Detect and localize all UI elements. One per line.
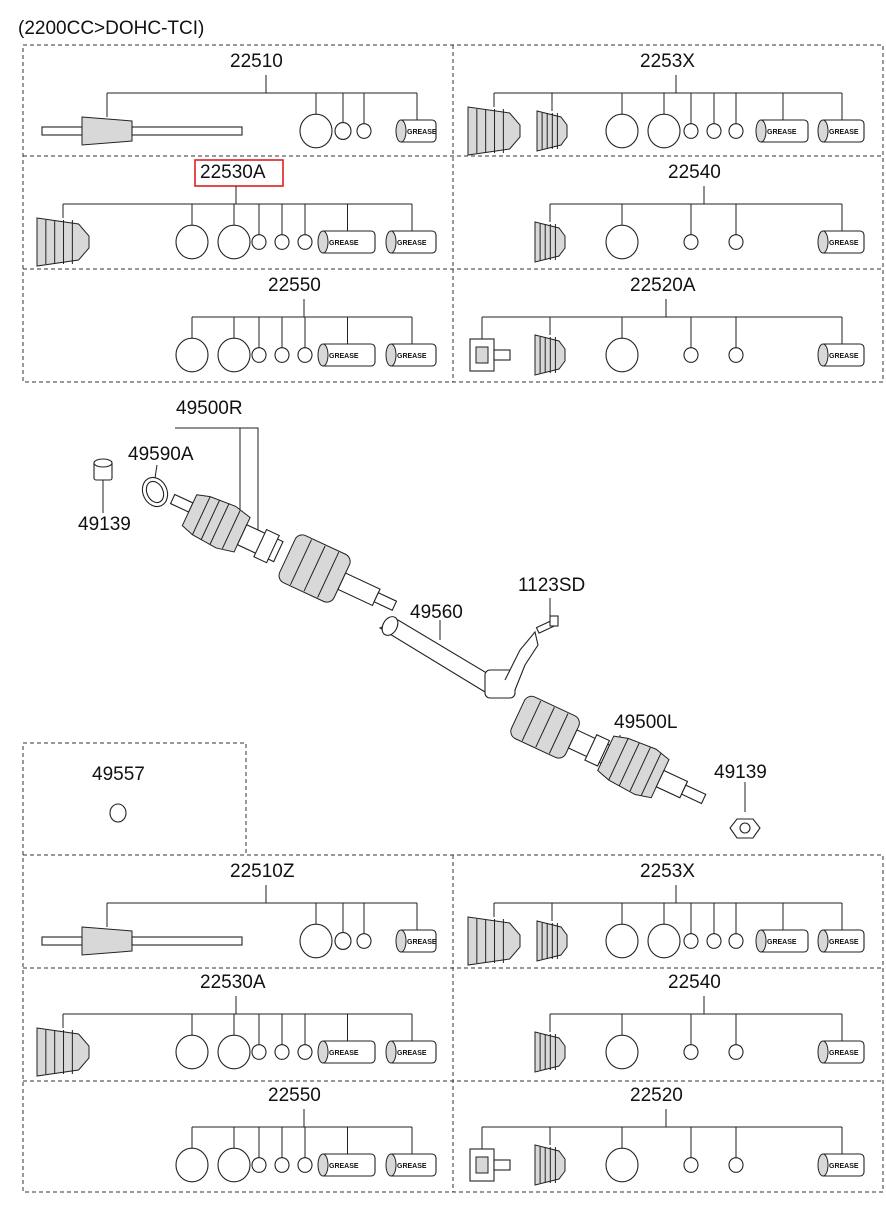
grease-label: GREASE [407, 129, 437, 136]
grease-label: GREASE [829, 353, 859, 360]
kit-label: 22540 [668, 972, 721, 993]
kit-label: 22520 [630, 1085, 683, 1106]
part-label-49500r: 49500R [176, 398, 243, 419]
part-label-49500l: 49500L [614, 712, 677, 733]
grease-label: GREASE [767, 129, 797, 136]
left-shaft-49500l [510, 695, 707, 805]
grease-label: GREASE [329, 353, 359, 360]
grease-label: GREASE [829, 240, 859, 247]
part-label-49557: 49557 [92, 764, 145, 785]
kit-label: 2253X [640, 861, 695, 882]
grease-label: GREASE [397, 353, 427, 360]
part-label-49139-upper: 49139 [78, 514, 131, 535]
kit-label: 22550 [268, 1085, 321, 1106]
kit-label: 22510Z [230, 861, 295, 882]
top-kit-22520a[interactable]: 22520A GREASE [469, 275, 865, 376]
part-label-49560: 49560 [410, 602, 463, 623]
bottom-kit-22530a[interactable]: 22530A GREASE GREASE [36, 972, 437, 1077]
grease-label: GREASE [767, 939, 797, 946]
bottom-kit-frame [22, 742, 884, 1193]
kit-label: 22530A [200, 972, 266, 993]
grease-label: GREASE [829, 1163, 859, 1170]
kit-label: 22540 [668, 162, 721, 183]
intermediate-shaft-49560 [378, 616, 539, 699]
right-outer-joint [169, 493, 398, 611]
top-kit-frame [22, 44, 884, 383]
part-label-49139-lower: 49139 [714, 762, 767, 783]
kit-label: 22550 [268, 275, 321, 296]
kit-label: 22530A [200, 162, 266, 183]
nut-49139-upper [93, 458, 113, 481]
part-label-1123sd: 1123SD [518, 575, 585, 596]
bottom-kit-22510z[interactable]: 22510Z GREASE [41, 861, 437, 959]
bolt-1123sd [535, 615, 559, 634]
grease-label: GREASE [329, 1050, 359, 1057]
kit-label: 22510 [230, 51, 283, 72]
grease-label: GREASE [329, 240, 359, 247]
top-kit-2253x[interactable]: 2253X GREASE GREASE [467, 51, 865, 156]
grease-label: GREASE [407, 939, 437, 946]
part-label-49590a: 49590A [128, 444, 194, 465]
axle-assembly: 49500R 49590A 49139 1123SD 49560 49500L … [78, 398, 767, 839]
grease-label: GREASE [397, 1163, 427, 1170]
nut-49139-lower [729, 818, 761, 839]
grease-label: GREASE [329, 1163, 359, 1170]
engine-spec-title: (2200CC>DOHC-TCI) [18, 18, 204, 39]
grease-label: GREASE [829, 129, 859, 136]
grease-label: GREASE [829, 1050, 859, 1057]
grease-label: GREASE [397, 1050, 427, 1057]
grease-label: GREASE [397, 240, 427, 247]
top-kit-22530a[interactable]: 22530A GREASE GREASE [36, 159, 437, 267]
highlight-box [194, 159, 284, 187]
bottom-kit-2253x[interactable]: 2253X GREASE GREASE [467, 861, 865, 966]
kit-label: 2253X [640, 51, 695, 72]
grease-label: GREASE [829, 939, 859, 946]
kit-label: 22520A [630, 275, 696, 296]
ring-49557 [109, 803, 127, 823]
ring-49590a [141, 476, 169, 508]
